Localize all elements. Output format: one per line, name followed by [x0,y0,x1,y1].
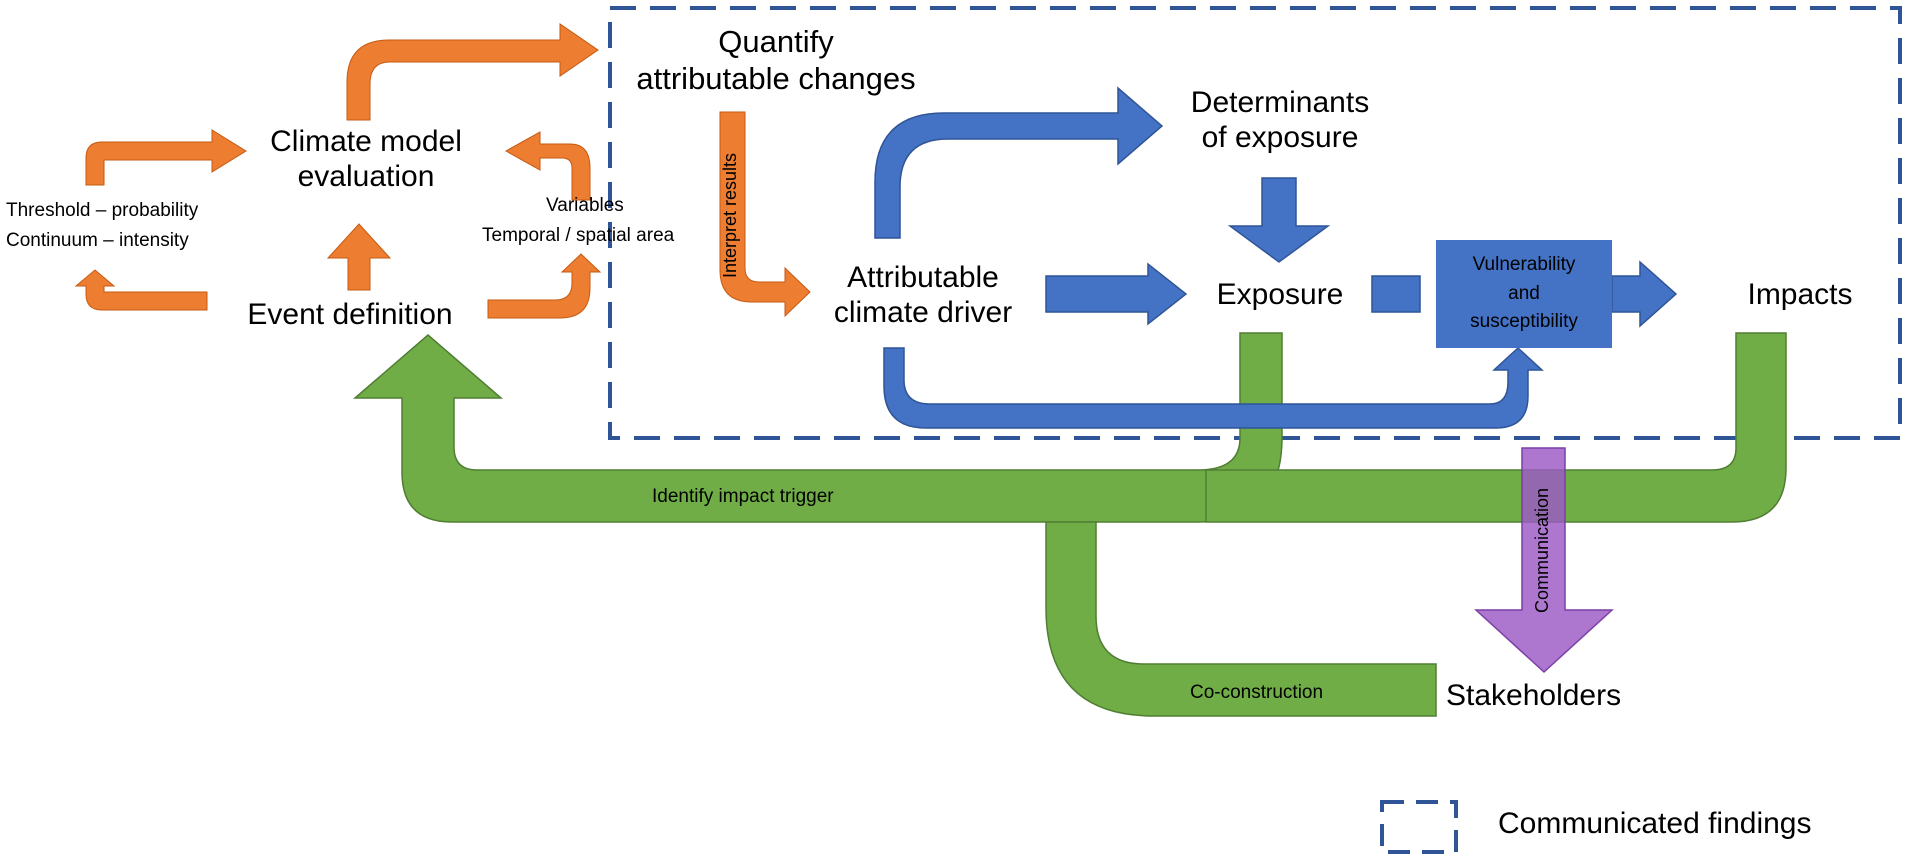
legend-dashed-swatch [1380,800,1458,854]
communication-arrow [1474,447,1614,674]
label-variables: Variables [546,195,624,216]
driver-to-exposure-arrow [1045,262,1188,326]
node-determinants-of-exposure-line-2: of exposure [1201,121,1359,155]
determinants-to-exposure-arrow [1227,177,1331,263]
exposure-to-vulnerability-arrow [1371,275,1421,313]
node-attributable-climate-driver-line-2: climate driver [833,296,1013,330]
driver-to-determinants-arrow [874,86,1164,239]
node-event-definition: Event definition [247,298,453,331]
node-stakeholders: Stakeholders [1446,679,1622,712]
node-quantify-changes-line-2: attributable changes [636,60,916,96]
legend-communicated-findings: Communicated findings [1498,807,1812,840]
node-impacts: Impacts [1747,278,1853,311]
vulnerability-to-impacts-arrow [1611,260,1678,328]
label-continuum-intensity: Continuum – intensity [6,230,189,251]
node-climate-model-evaluation-line-1: Climate model [270,125,462,158]
vulnerability-line1: Vulnerability [1472,254,1576,276]
node-determinants-of-exposure-line-1: Determinants [1190,86,1370,119]
label-temporal-spatial-area: Temporal / spatial area [482,225,675,246]
vulnerability-line3: susceptibility [1470,311,1578,333]
label-communication: Communication [1532,487,1553,614]
node-vulnerability-susceptibility: Vulnerability and susceptibility [1436,240,1612,348]
label-threshold-probability: Threshold – probability [6,200,199,221]
threshold-to-model-arrow [85,129,247,186]
variables-to-model-arrow [504,131,591,201]
node-attributable-climate-driver-line-1: Attributable [847,261,999,294]
label-identify-impact-trigger: Identify impact trigger [652,486,834,507]
node-exposure: Exposure [1216,278,1344,311]
event-to-model-arrow [326,223,392,291]
co-construction-arrow [1045,521,1437,717]
label-interpret-results: Interpret results [720,152,741,279]
vulnerability-line2: and [1508,282,1540,304]
node-climate-model-evaluation-line-2: evaluation [297,160,435,194]
label-co-construction: Co-construction [1190,682,1324,703]
model-to-quantify-arrow [346,23,599,121]
driver-to-vulnerability-arrow [883,346,1544,429]
event-to-variables-arrow [487,253,602,319]
event-to-threshold-arrow [74,269,208,311]
node-quantify-changes-line-1: Quantify [718,24,834,59]
interpret-results-arrow [719,111,811,318]
impacts-feedback-flow [1205,332,1787,523]
